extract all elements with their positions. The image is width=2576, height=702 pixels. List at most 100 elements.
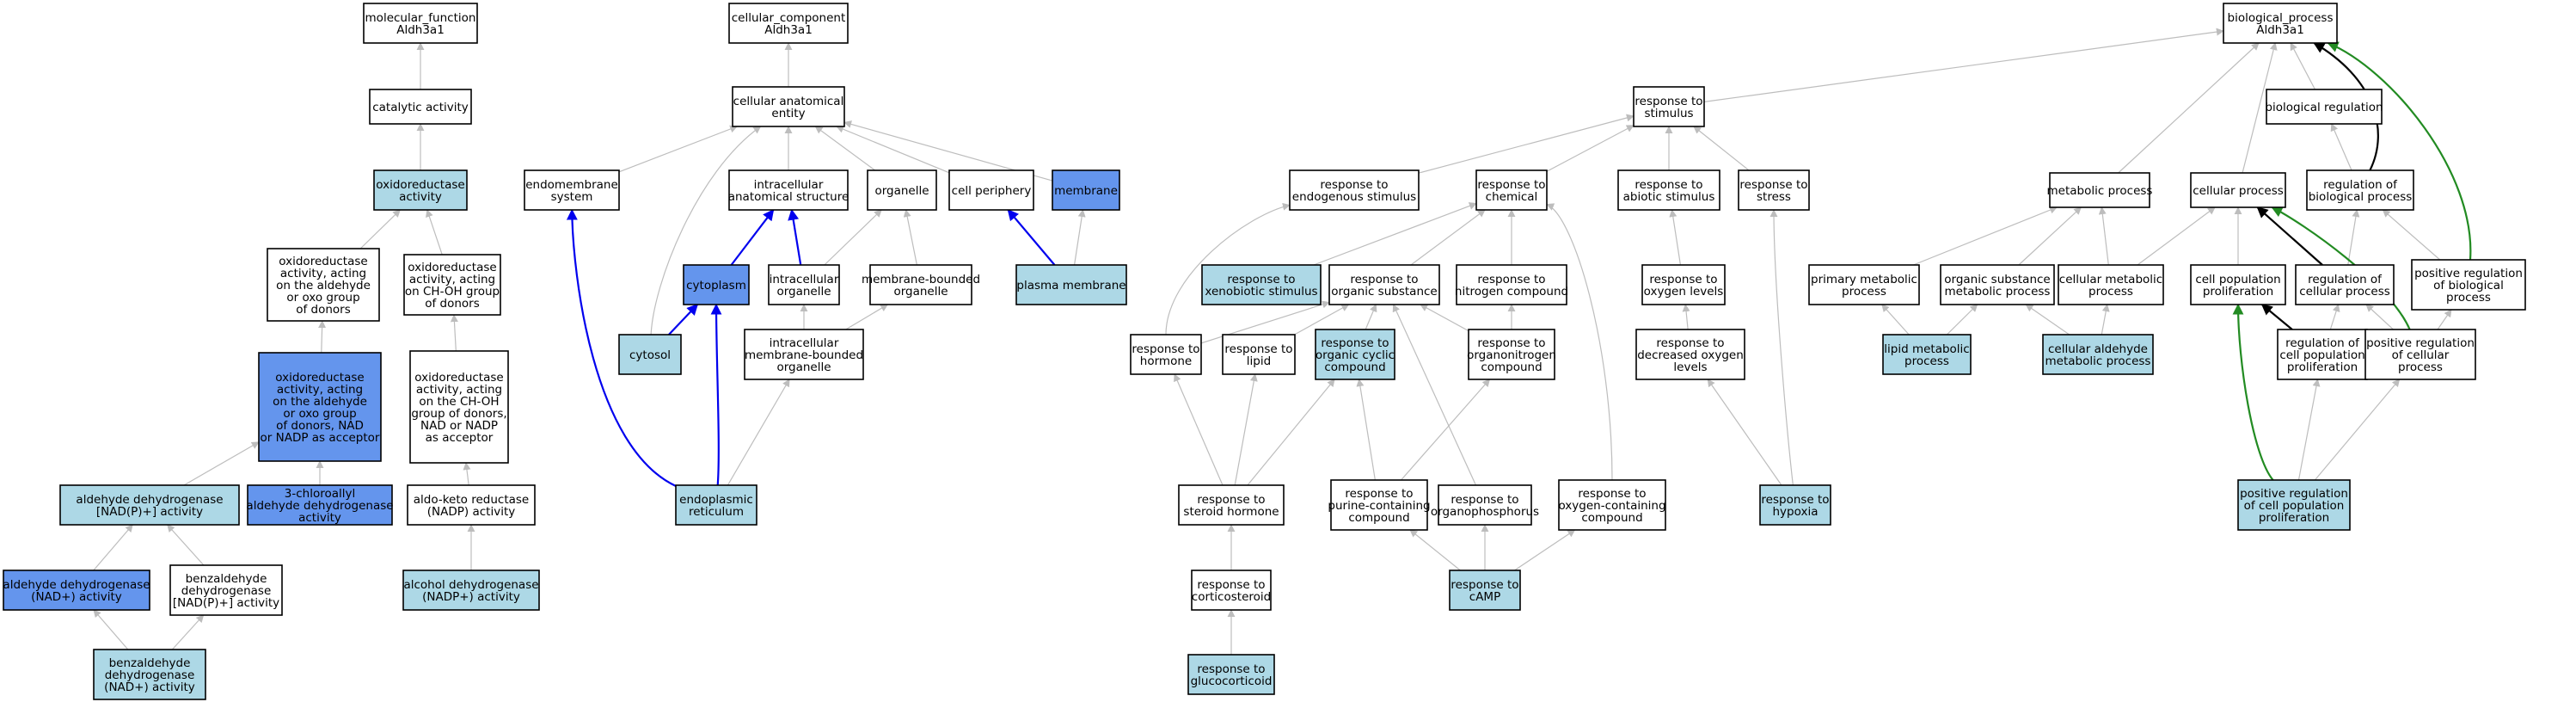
node-box: [1759, 484, 1831, 526]
node-label-line: cell population: [2279, 348, 2364, 362]
node-box: [1052, 169, 1120, 211]
go-term-node-metab[interactable]: metabolic process: [2047, 172, 2153, 208]
go-term-node-cat[interactable]: catalytic activity: [369, 89, 472, 125]
node-label-line: intracellular: [770, 336, 839, 350]
node-label-line: of cell population: [2244, 499, 2345, 513]
node-label-line: oxidoreductase: [275, 371, 364, 385]
node-box: [728, 3, 849, 44]
node-box: [744, 329, 864, 380]
edge-regulates-regprolif-to-cellprolif: [2260, 304, 2293, 330]
go-term-node-aldoketo[interactable]: aldo-keto reductase(NADP) activity: [407, 484, 536, 526]
node-box: [1558, 479, 1666, 531]
node-box: [2364, 329, 2476, 380]
node-label-line: cellular process: [2193, 184, 2284, 198]
node-label-line: alcohol dehydrogenase: [403, 578, 538, 592]
node-box: [1191, 570, 1272, 611]
go-term-node-alcdh[interactable]: alcohol dehydrogenase(NADP+) activity: [402, 570, 540, 611]
go-term-node-cytoplasm[interactable]: cytoplasm: [683, 264, 750, 305]
edge-part-of-er-to-cytoplasm: [710, 303, 722, 486]
node-label-line: purine-containing: [1328, 499, 1430, 513]
node-label-line: oxidoreductase: [279, 255, 367, 268]
go-term-node-cellproc[interactable]: cellular process: [2190, 172, 2286, 208]
go-term-node-aldnadp[interactable]: aldehyde dehydrogenase[NAD(P)+] activity: [59, 484, 240, 526]
go-term-node-membrane[interactable]: membrane: [1052, 169, 1120, 211]
node-label-line: endoplasmic: [679, 493, 753, 507]
node-label-line: response to: [1477, 336, 1545, 350]
node-box: [2190, 172, 2286, 208]
go-term-node-bioreg[interactable]: biological regulation: [2265, 89, 2383, 125]
node-label-line: response to: [1477, 273, 1545, 286]
go-term-node-cytosol[interactable]: cytosol: [618, 334, 682, 375]
edge-is-a-aldoketo-to-oxchohnad: [463, 462, 471, 486]
go-term-node-aldnad[interactable]: aldehyde dehydrogenase(NAD+) activity: [3, 570, 150, 611]
node-label-line: endogenous stimulus: [1292, 190, 1416, 204]
node-label-line: response to: [1321, 336, 1389, 350]
node-label-line: Aldh3a1: [396, 23, 445, 37]
node-box: [1449, 570, 1521, 611]
go-term-node-organelle[interactable]: organelle: [867, 169, 937, 211]
go-term-node-cellper[interactable]: cell periphery: [948, 169, 1034, 211]
node-label-line: stimulus: [1644, 107, 1693, 120]
node-box: [2042, 334, 2154, 375]
edge-is-a-rcamp-to-rpur: [1409, 529, 1461, 571]
go-term-node-plasmamem[interactable]: plasma membrane: [1015, 264, 1127, 305]
node-box: [1882, 334, 1972, 375]
node-label-line: regulation of: [2323, 178, 2398, 192]
node-label-line: response to: [1132, 342, 1199, 356]
node-label-line: of cellular: [2392, 348, 2450, 362]
